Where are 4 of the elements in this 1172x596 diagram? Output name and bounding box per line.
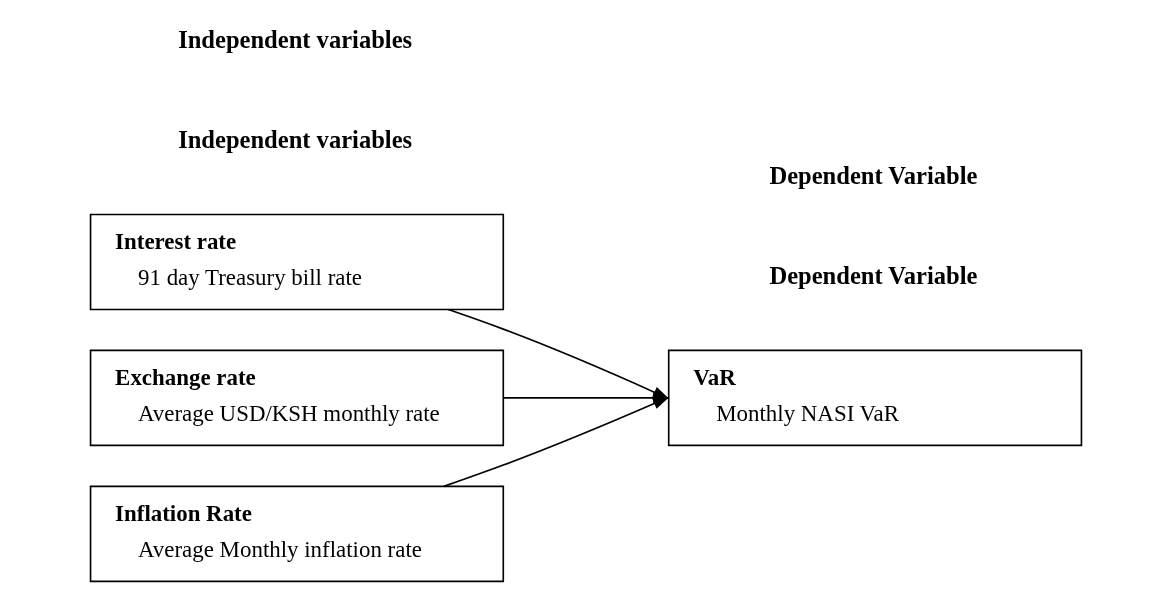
label: Dependent Variable xyxy=(769,162,978,190)
label: Independent variables xyxy=(178,126,413,154)
label: Independent variables xyxy=(178,26,413,54)
label: Dependent Variable xyxy=(769,262,978,290)
